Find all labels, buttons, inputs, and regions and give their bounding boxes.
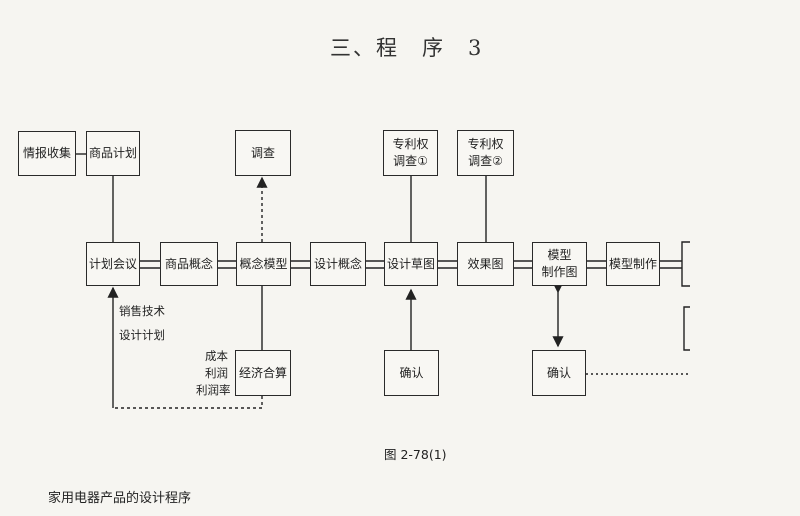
design-sketch-box: 设计草图	[384, 242, 438, 286]
info-collection-box: 情报收集	[18, 131, 76, 176]
note-cost: 成本	[205, 349, 228, 363]
page-heading: 三、程 序 3	[330, 36, 484, 60]
confirm-box-1: 确认	[384, 350, 439, 396]
planning-meeting-box: 计划会议	[86, 242, 140, 286]
figure-caption: 图 2-78(1)	[384, 447, 447, 462]
concept-model-box: 概念模型	[236, 242, 291, 286]
product-concept-box: 商品概念	[160, 242, 218, 286]
confirm-box-2: 确认	[532, 350, 586, 396]
note-profit-rate: 利润率	[196, 383, 231, 397]
survey-box: 调查	[235, 130, 291, 176]
rendering-box: 效果图	[457, 242, 514, 286]
patent-survey-2-box: 专利权 调查②	[457, 130, 514, 176]
economic-calc-box: 经济合算	[235, 350, 291, 396]
patent-survey-1-box: 专利权 调查①	[383, 130, 438, 176]
product-plan-box: 商品计划	[86, 131, 140, 176]
note-profit: 利润	[205, 366, 228, 380]
footer-text: 家用电器产品的设计程序	[48, 491, 192, 506]
design-concept-box: 设计概念	[310, 242, 366, 286]
note-design-plan: 设计计划	[119, 328, 165, 342]
note-sales-tech: 销售技术	[119, 304, 165, 318]
model-drawing-box: 模型 制作图	[532, 242, 587, 286]
model-making-box: 模型制作	[606, 242, 660, 286]
